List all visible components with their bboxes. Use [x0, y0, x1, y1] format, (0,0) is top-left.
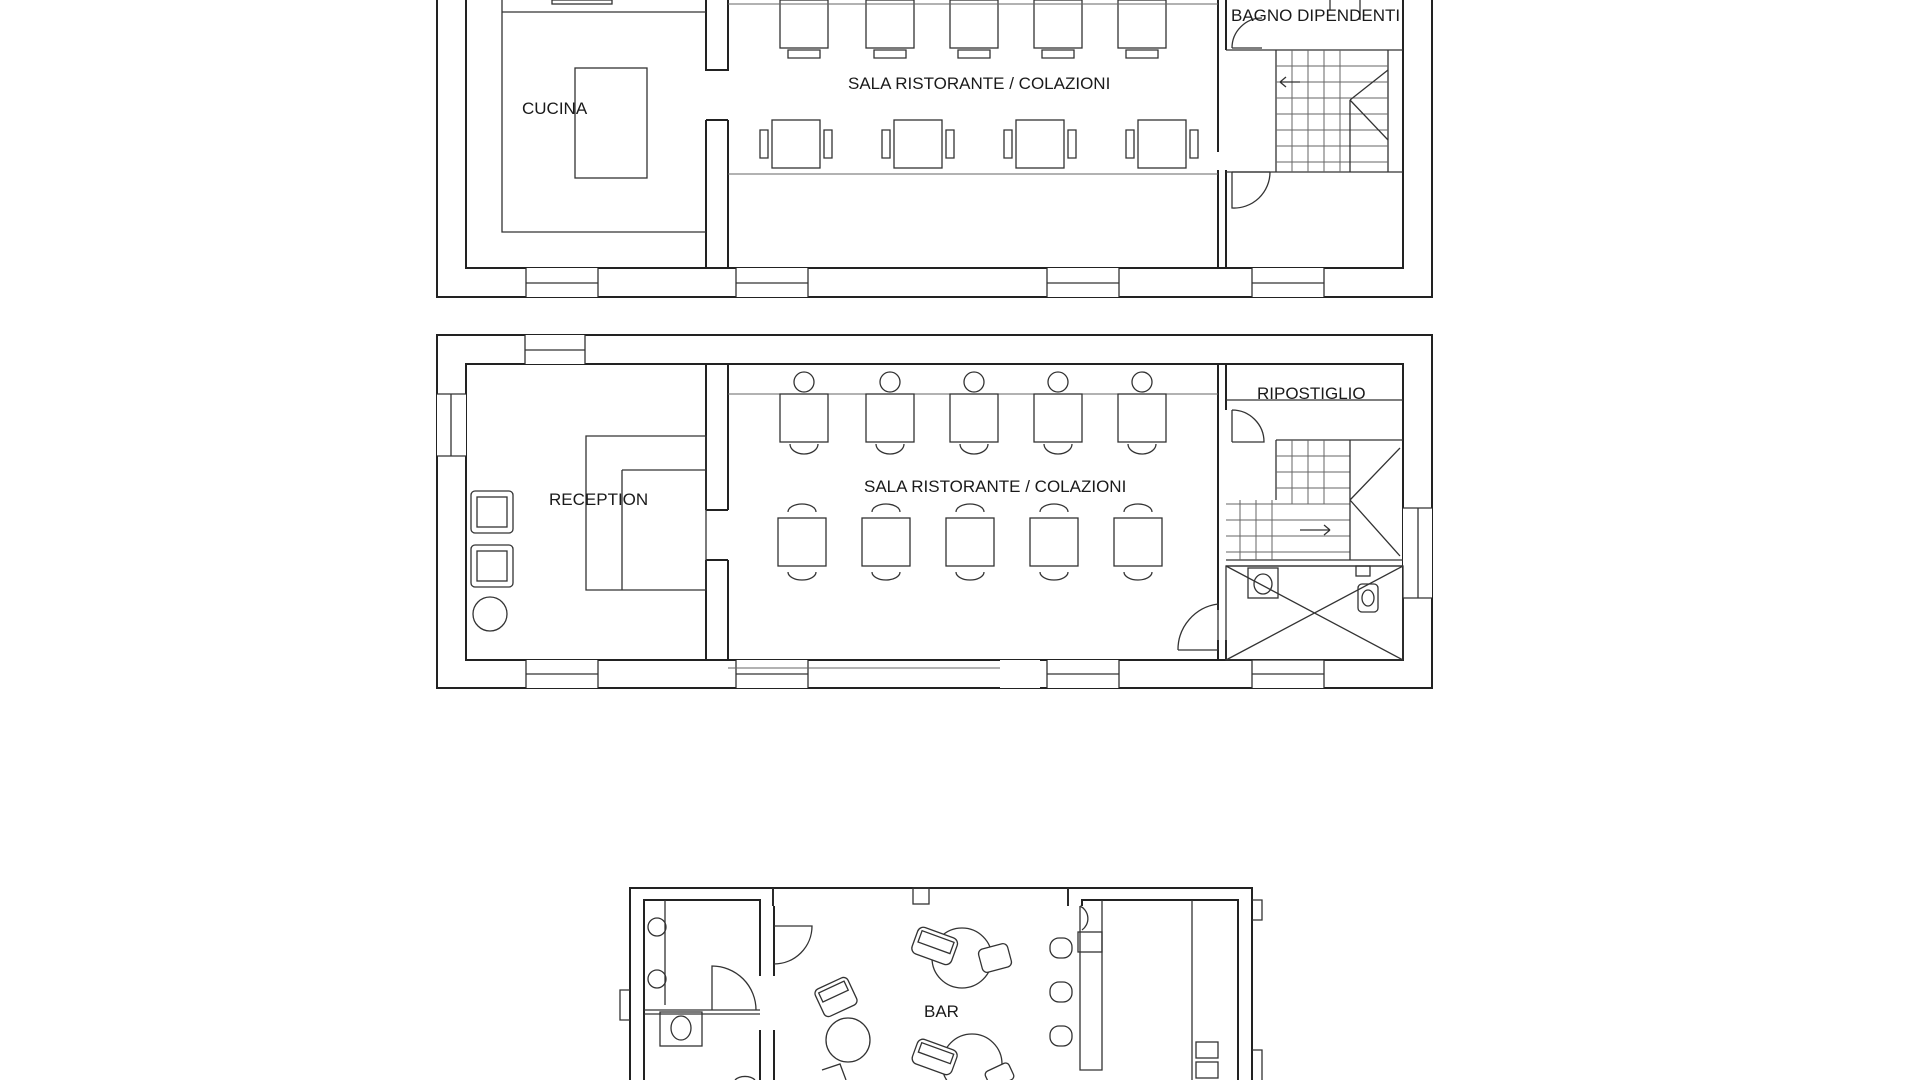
bar-stools	[1049, 937, 1073, 1047]
ground-bottom-windows	[525, 660, 1325, 688]
ground-dining-tables-row1	[728, 371, 1218, 455]
ground-dining-tables-row2	[728, 503, 1163, 669]
ground-left-window	[437, 393, 466, 457]
dining-partition-wall	[1217, 0, 1227, 268]
bar-label: BAR	[924, 1002, 959, 1021]
stair-door	[1231, 171, 1271, 209]
upper-dining-label: SALA RISTORANTE / COLAZIONI	[848, 74, 1110, 93]
reception-label: RECEPTION	[549, 490, 648, 509]
bar-wall-notches	[619, 899, 1263, 1080]
upper-windows	[525, 268, 1325, 297]
bar-lounge-seating	[814, 926, 1015, 1080]
kitchen-label: CUCINA	[522, 99, 588, 118]
staff-bath-label: BAGNO DIPENDENTI	[1231, 6, 1400, 25]
stair-walls	[1226, 49, 1403, 173]
staff-bath-door	[1231, 17, 1263, 49]
ground-bathroom	[1225, 565, 1404, 661]
bar-counter	[1077, 900, 1219, 1080]
ground-right-window	[1403, 507, 1432, 599]
storage-walls	[1226, 399, 1403, 567]
upper-dining-tables-row1	[728, 0, 1218, 59]
kitchen-island	[574, 67, 648, 179]
bar-restrooms	[644, 900, 775, 1080]
upper-outer-wall	[436, 0, 1433, 298]
ground-top-window	[524, 335, 586, 364]
bar-level-plan: BAR	[619, 887, 1263, 1080]
reception-partition	[705, 364, 729, 660]
storage-label: RIPOSTIGLIO	[1257, 384, 1366, 403]
ground-stair	[1226, 440, 1401, 560]
kitchen-partition	[705, 0, 729, 268]
reception-desk	[585, 435, 707, 591]
reception-seating	[470, 490, 514, 632]
kitchen-counter	[501, 0, 706, 233]
bar-entry-door	[773, 925, 813, 965]
upper-dining-tables-row2	[728, 119, 1218, 175]
bar-column	[912, 887, 930, 905]
storage-door	[1231, 409, 1265, 443]
bathroom-door	[1177, 603, 1219, 651]
upper-stair	[1276, 50, 1389, 172]
storage-partition	[1217, 364, 1227, 660]
ground-floor-plan: RECEPTION SALA RISTORANTE / COLAZIONI RI…	[436, 334, 1433, 689]
upper-floor-plan: CUCINA SALA RISTORANTE / COLAZIONI BAGNO…	[436, 0, 1433, 298]
bar-outer-wall	[629, 887, 1253, 1080]
ground-dining-label: SALA RISTORANTE / COLAZIONI	[864, 477, 1126, 496]
